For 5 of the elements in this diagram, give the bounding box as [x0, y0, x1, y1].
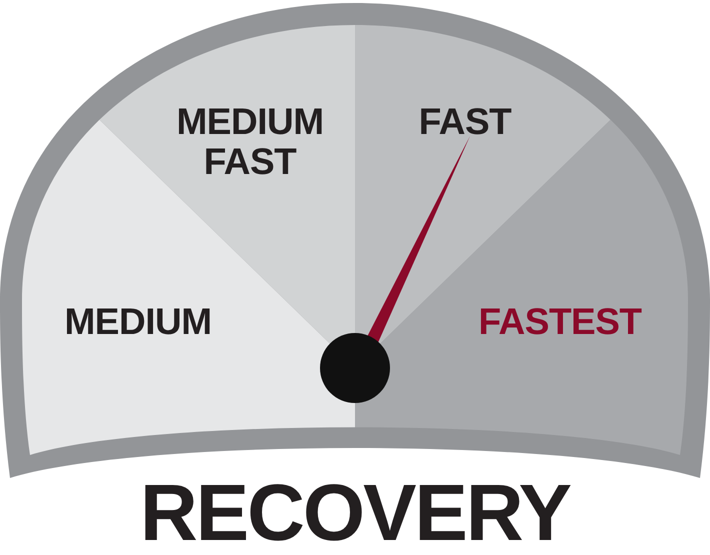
gauge-caption: RECOVERY [140, 470, 570, 555]
segment-label: FASTEST [477, 302, 643, 342]
segment-label: FAST [418, 102, 512, 142]
segment-label: MEDIUM FAST [175, 102, 325, 182]
segment-label: MEDIUM [63, 302, 213, 342]
